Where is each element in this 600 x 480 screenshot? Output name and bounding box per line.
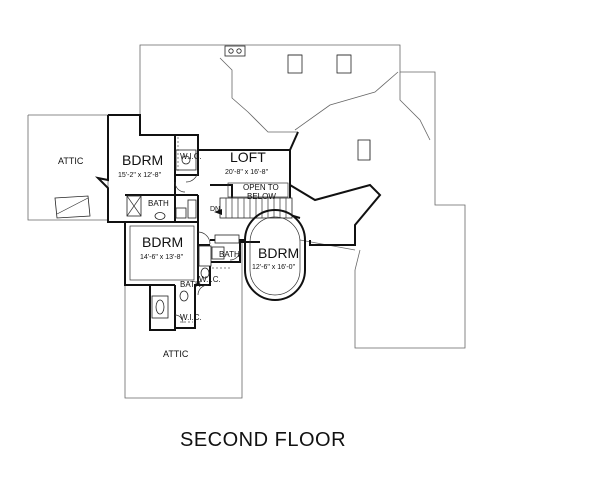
wic-top-label: W.I.C. — [180, 152, 202, 161]
roof-outline — [27, 44, 466, 399]
dn-label: DN — [210, 206, 220, 213]
bdrm2-name: BDRM — [142, 234, 183, 250]
attic-left-label: ATTIC — [58, 156, 84, 166]
bdrm3-dims: 12'-6" x 16'-0" — [252, 264, 296, 271]
loft-dims: 20'-8" x 16'-8" — [225, 169, 269, 176]
attic-hatch — [54, 195, 91, 219]
bdrm1-name: BDRM — [122, 152, 163, 168]
bdrm2-dims: 14'-6" x 13'-8" — [140, 254, 184, 261]
bath-upper-label: BATH — [148, 199, 169, 208]
bdrm2-outline — [129, 225, 195, 281]
bath-right-label: BATH — [219, 250, 240, 259]
bdrm3-bay — [244, 209, 306, 301]
door-swings — [174, 169, 241, 324]
wic-right-label: W.I.C. — [199, 275, 221, 284]
bdrm3-name: BDRM — [258, 245, 299, 261]
wic-lower-label: W.I.C. — [180, 313, 202, 322]
stair — [214, 197, 293, 219]
bath-lower-label: BATH — [180, 280, 201, 289]
loft-name: LOFT — [230, 149, 266, 165]
bdrm1-dims: 15'-2" x 12'-8" — [118, 172, 162, 179]
plan-title: SECOND FLOOR — [180, 429, 346, 451]
attic-bottom-label: ATTIC — [163, 349, 189, 359]
open-to-below-rail — [227, 182, 289, 198]
open-to-below-line2: BELOW — [247, 192, 276, 201]
closet-shelving — [177, 137, 230, 323]
open-to-below-line1: OPEN TO — [243, 183, 279, 192]
bath-fixtures — [126, 149, 240, 319]
roof-vents — [224, 45, 371, 161]
